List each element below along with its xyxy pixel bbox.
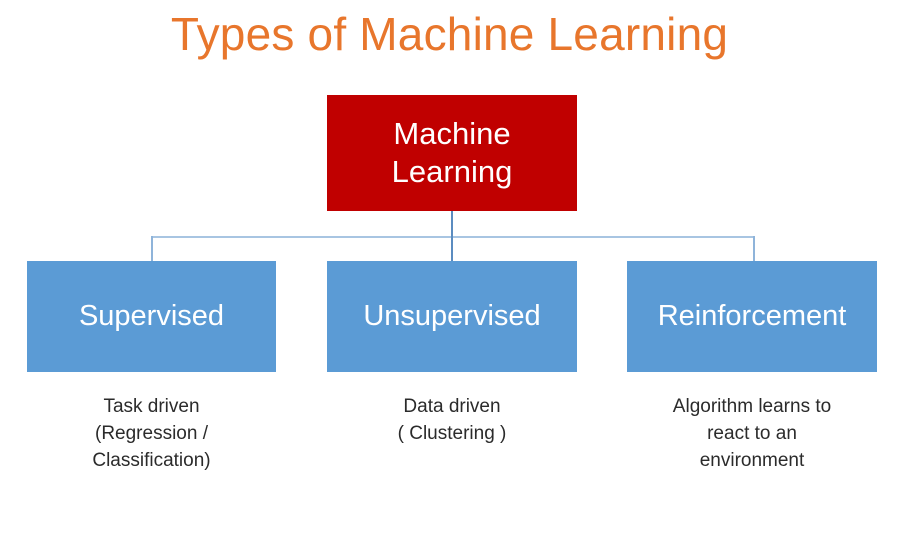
connector-drop-unsupervised — [451, 236, 453, 261]
node-unsupervised-label: Unsupervised — [363, 300, 541, 333]
node-supervised-label: Supervised — [78, 300, 225, 333]
node-unsupervised[interactable]: Unsupervised — [327, 261, 577, 372]
connector-drop-supervised — [151, 236, 153, 261]
node-reinforcement-label: Reinforcement — [657, 300, 847, 333]
connector-horizontal-bus — [151, 236, 755, 238]
page-title: Types of Machine Learning — [170, 8, 729, 60]
node-reinforcement[interactable]: Reinforcement — [627, 261, 877, 372]
caption-unsupervised: Data driven( Clustering ) — [397, 396, 507, 444]
node-supervised[interactable]: Supervised — [27, 261, 276, 372]
connector-drop-reinforcement — [753, 236, 755, 261]
caption-supervised: Task driven(Regression /Classification) — [92, 396, 211, 471]
